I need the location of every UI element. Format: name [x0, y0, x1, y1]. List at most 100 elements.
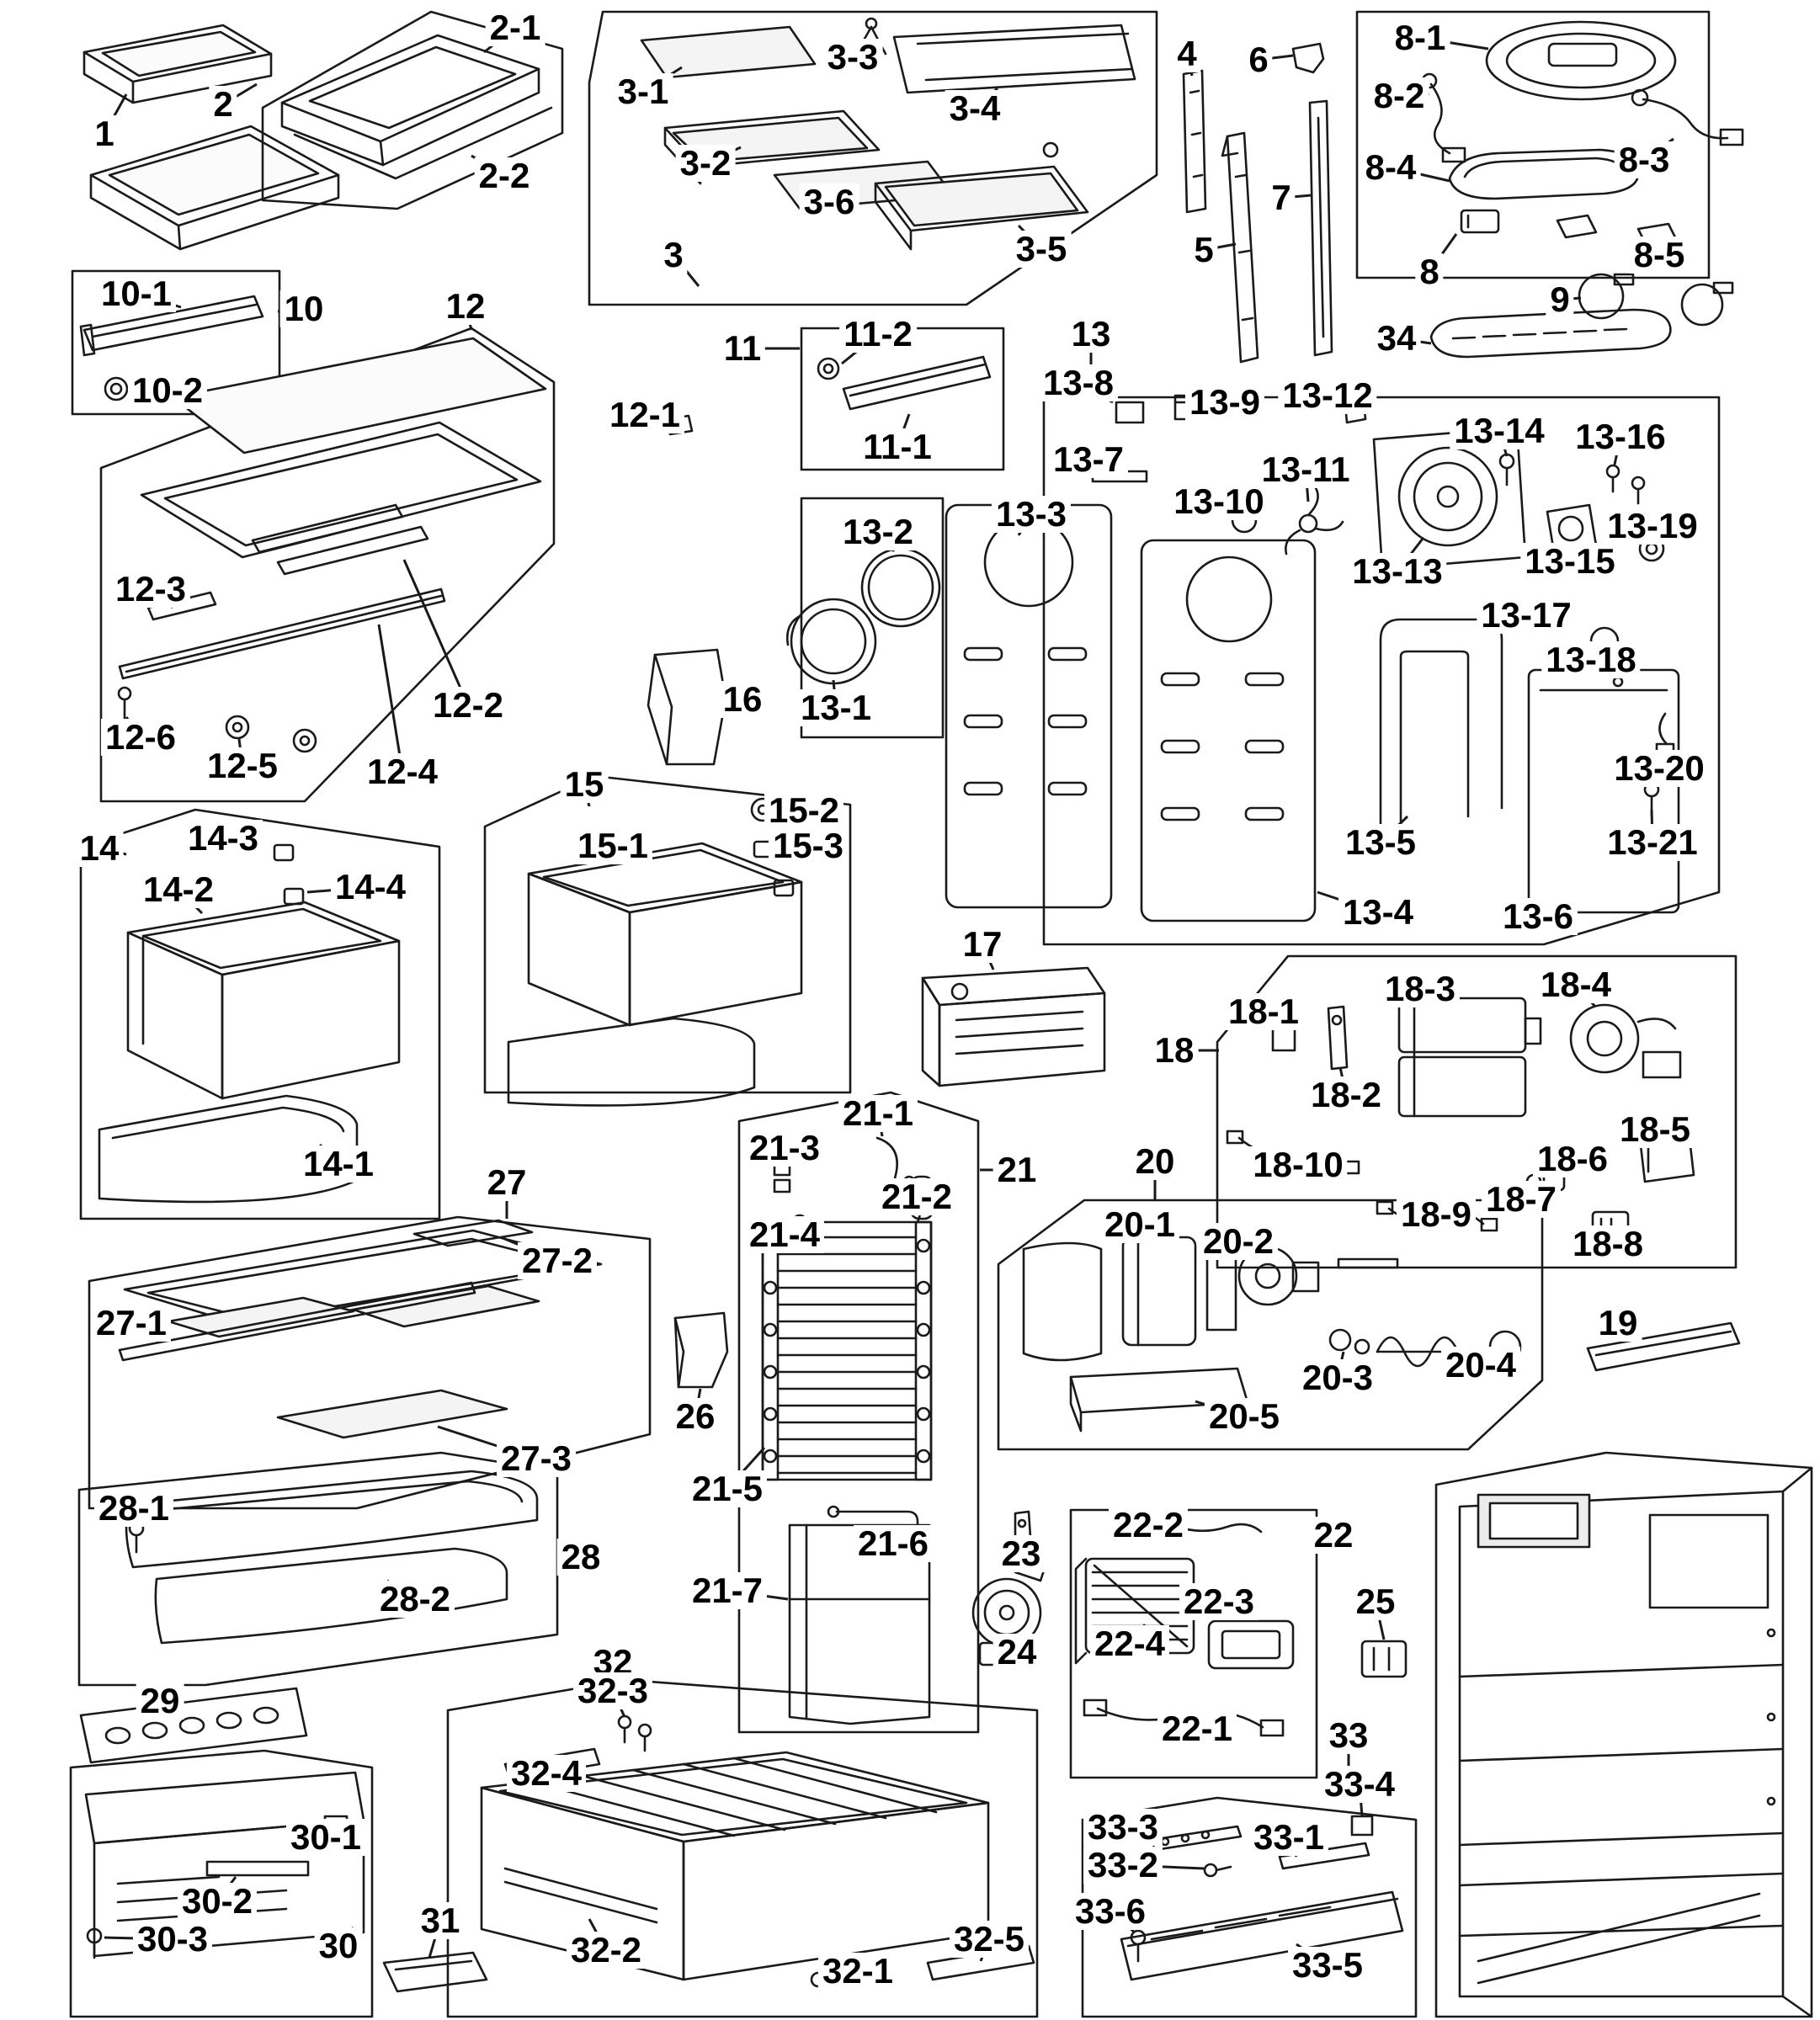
part-12-6-screw — [117, 686, 132, 720]
callout-label-13-17: 13-17 — [1477, 597, 1576, 634]
callout-label-12-5: 12-5 — [202, 747, 283, 784]
part-27-2-tray — [412, 1219, 534, 1247]
part-13-16-screws — [1605, 464, 1646, 505]
callout-label-13-20: 13-20 — [1610, 750, 1709, 787]
callout-label-13-14: 13-14 — [1450, 412, 1549, 449]
callout-label-27: 27 — [482, 1164, 531, 1201]
part-8-3-harness — [1631, 88, 1744, 146]
group-33-border — [1081, 1796, 1418, 2018]
part-13-11-fan-blade — [1285, 485, 1344, 556]
callout-label-10-1: 10-1 — [96, 275, 177, 312]
callout-label-8: 8 — [1415, 253, 1444, 290]
callout-label-32-1: 32-1 — [817, 1953, 898, 1990]
callout-label-22-2: 22-2 — [1108, 1507, 1189, 1544]
callout-label-28-2: 28-2 — [375, 1581, 455, 1618]
callout-label-3-4: 3-4 — [945, 90, 1005, 127]
group-13-border — [800, 396, 1721, 946]
group-28-border — [77, 1451, 559, 1687]
callout-label-27-1: 27-1 — [91, 1305, 172, 1342]
part-20-3-coupler — [1328, 1328, 1370, 1355]
callout-label-21-7: 21-7 — [687, 1572, 768, 1609]
callout-label-29: 29 — [136, 1682, 184, 1720]
callout-label-32-4: 32-4 — [506, 1755, 587, 1792]
part-13-8-box — [1115, 401, 1145, 424]
callout-label-18: 18 — [1150, 1032, 1199, 1069]
callout-label-3-1: 3-1 — [613, 73, 673, 110]
callout-label-20-5: 20-5 — [1204, 1398, 1285, 1435]
part-14-1-front — [98, 1094, 359, 1204]
callout-label-13-9: 13-9 — [1184, 384, 1265, 421]
callout-label-13-8: 13-8 — [1038, 364, 1119, 401]
callout-label-30-2: 30-2 — [177, 1883, 258, 1920]
part-28-2-tray — [154, 1547, 508, 1645]
group-30-border — [69, 1749, 374, 2018]
callout-label-13-6: 13-6 — [1498, 898, 1578, 935]
group-27-border — [88, 1215, 652, 1510]
part-6-clip — [1291, 42, 1325, 74]
callout-label-12-4: 12-4 — [362, 753, 443, 790]
part-29-grille — [79, 1687, 308, 1764]
callout-label-31: 31 — [416, 1902, 465, 1939]
part-26-bracket — [673, 1311, 729, 1389]
callout-label-27-3: 27-3 — [496, 1440, 577, 1477]
callout-label-18-4: 18-4 — [1535, 966, 1616, 1003]
callout-label-13-11: 13-11 — [1257, 451, 1354, 488]
callout-label-25: 25 — [1351, 1583, 1400, 1620]
callout-label-15-3: 15-3 — [768, 827, 849, 864]
callout-label-10: 10 — [279, 290, 328, 327]
part-2-frame-group — [261, 10, 564, 210]
callout-label-15-1: 15-1 — [572, 827, 653, 864]
callout-label-3-2: 3-2 — [675, 145, 736, 182]
callout-label-20-2: 20-2 — [1198, 1223, 1279, 1260]
group-10-border — [71, 269, 281, 416]
part-33-5-plate — [1120, 1890, 1404, 1981]
group-8-border — [1355, 10, 1711, 279]
callout-label-13-18: 13-18 — [1541, 641, 1641, 678]
group-14-border — [79, 808, 441, 1220]
callout-label-18-2: 18-2 — [1306, 1076, 1386, 1114]
callout-label-18-3: 18-3 — [1380, 970, 1461, 1007]
callout-label-12-3: 12-3 — [110, 571, 191, 608]
callout-label-13-3: 13-3 — [991, 496, 1072, 533]
callout-label-14: 14 — [75, 830, 124, 867]
callout-label-13: 13 — [1067, 316, 1115, 353]
callout-label-18-1: 18-1 — [1223, 993, 1304, 1030]
callout-label-13-2: 13-2 — [838, 513, 918, 550]
callout-label-13-5: 13-5 — [1340, 824, 1421, 861]
callout-label-4: 4 — [1173, 35, 1201, 72]
part-5-rail — [1221, 131, 1259, 364]
part-20-bar — [1337, 1257, 1399, 1269]
callout-label-13-16: 13-16 — [1571, 418, 1670, 455]
callout-label-20-1: 20-1 — [1099, 1206, 1180, 1243]
callout-label-13-15: 13-15 — [1520, 543, 1620, 580]
callout-label-33-4: 33-4 — [1319, 1766, 1400, 1803]
part-21-6-heater — [827, 1505, 919, 1532]
part-27-glass-right — [352, 1284, 540, 1328]
part-10-rail — [79, 295, 264, 401]
part-11-rail — [817, 335, 992, 411]
part-18-4-motor — [1569, 1003, 1682, 1079]
part-8-switch — [1460, 209, 1500, 234]
leader-line-12-4 — [377, 624, 404, 773]
callout-label-13-4: 13-4 — [1338, 894, 1418, 931]
callout-label-13-21: 13-21 — [1603, 824, 1702, 861]
callout-label-13-19: 13-19 — [1603, 508, 1702, 545]
callout-label-1: 1 — [90, 115, 119, 152]
part-15-lower-front — [507, 1017, 756, 1107]
callout-label-21: 21 — [992, 1151, 1041, 1188]
callout-label-28-1: 28-1 — [93, 1490, 174, 1527]
callout-label-33-6: 33-6 — [1070, 1893, 1151, 1930]
callout-label-8-3: 8-3 — [1614, 141, 1674, 178]
callout-label-14-3: 14-3 — [183, 820, 263, 857]
callout-label-11: 11 — [719, 330, 766, 367]
part-16-cover — [647, 648, 727, 766]
part-34-grille — [1429, 308, 1672, 359]
part-25-switch — [1360, 1640, 1408, 1678]
part-12-frame — [140, 421, 542, 576]
part-22-3-box — [1207, 1619, 1295, 1670]
part-31-plate — [382, 1951, 488, 1993]
part-1-tray — [82, 24, 273, 104]
callout-label-13-7: 13-7 — [1048, 441, 1129, 478]
callout-label-3-6: 3-6 — [799, 183, 859, 221]
